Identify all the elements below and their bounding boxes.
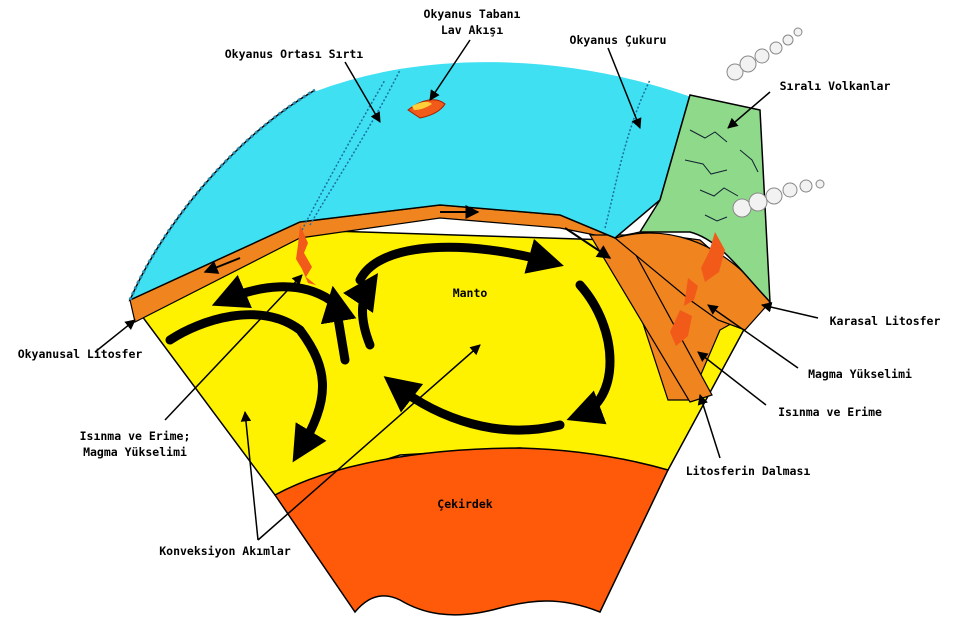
- label-mantle: Manto: [453, 286, 488, 300]
- label-lava-2: Lav Akışı: [441, 23, 503, 37]
- label-heat-melt-left-1: Isınma ve Erime;: [80, 429, 191, 443]
- label-oceanic-lith: Okyanusal Litosfer: [18, 347, 143, 361]
- label-trench: Okyanus Çukuru: [570, 33, 667, 47]
- label-volcanoes: Sıralı Volkanlar: [780, 79, 891, 93]
- label-ridge: Okyanus Ortası Sırtı: [225, 47, 364, 61]
- label-heat-melt-left-2: Magma Yükselimi: [83, 445, 187, 459]
- label-lava-1: Okyanus Tabanı: [424, 7, 521, 21]
- label-core: Çekirdek: [437, 497, 492, 511]
- label-subduction: Litosferin Dalması: [686, 464, 811, 478]
- label-heat-melt: Isınma ve Erime: [778, 405, 882, 419]
- label-convection: Konveksiyon Akımlar: [159, 544, 291, 558]
- label-magma-rise: Magma Yükselimi: [808, 367, 912, 381]
- leader-subduction: [700, 395, 720, 458]
- leader-continental: [762, 305, 818, 318]
- label-continental-lith: Karasal Litosfer: [830, 314, 941, 328]
- volcano-smoke-top: [727, 28, 802, 80]
